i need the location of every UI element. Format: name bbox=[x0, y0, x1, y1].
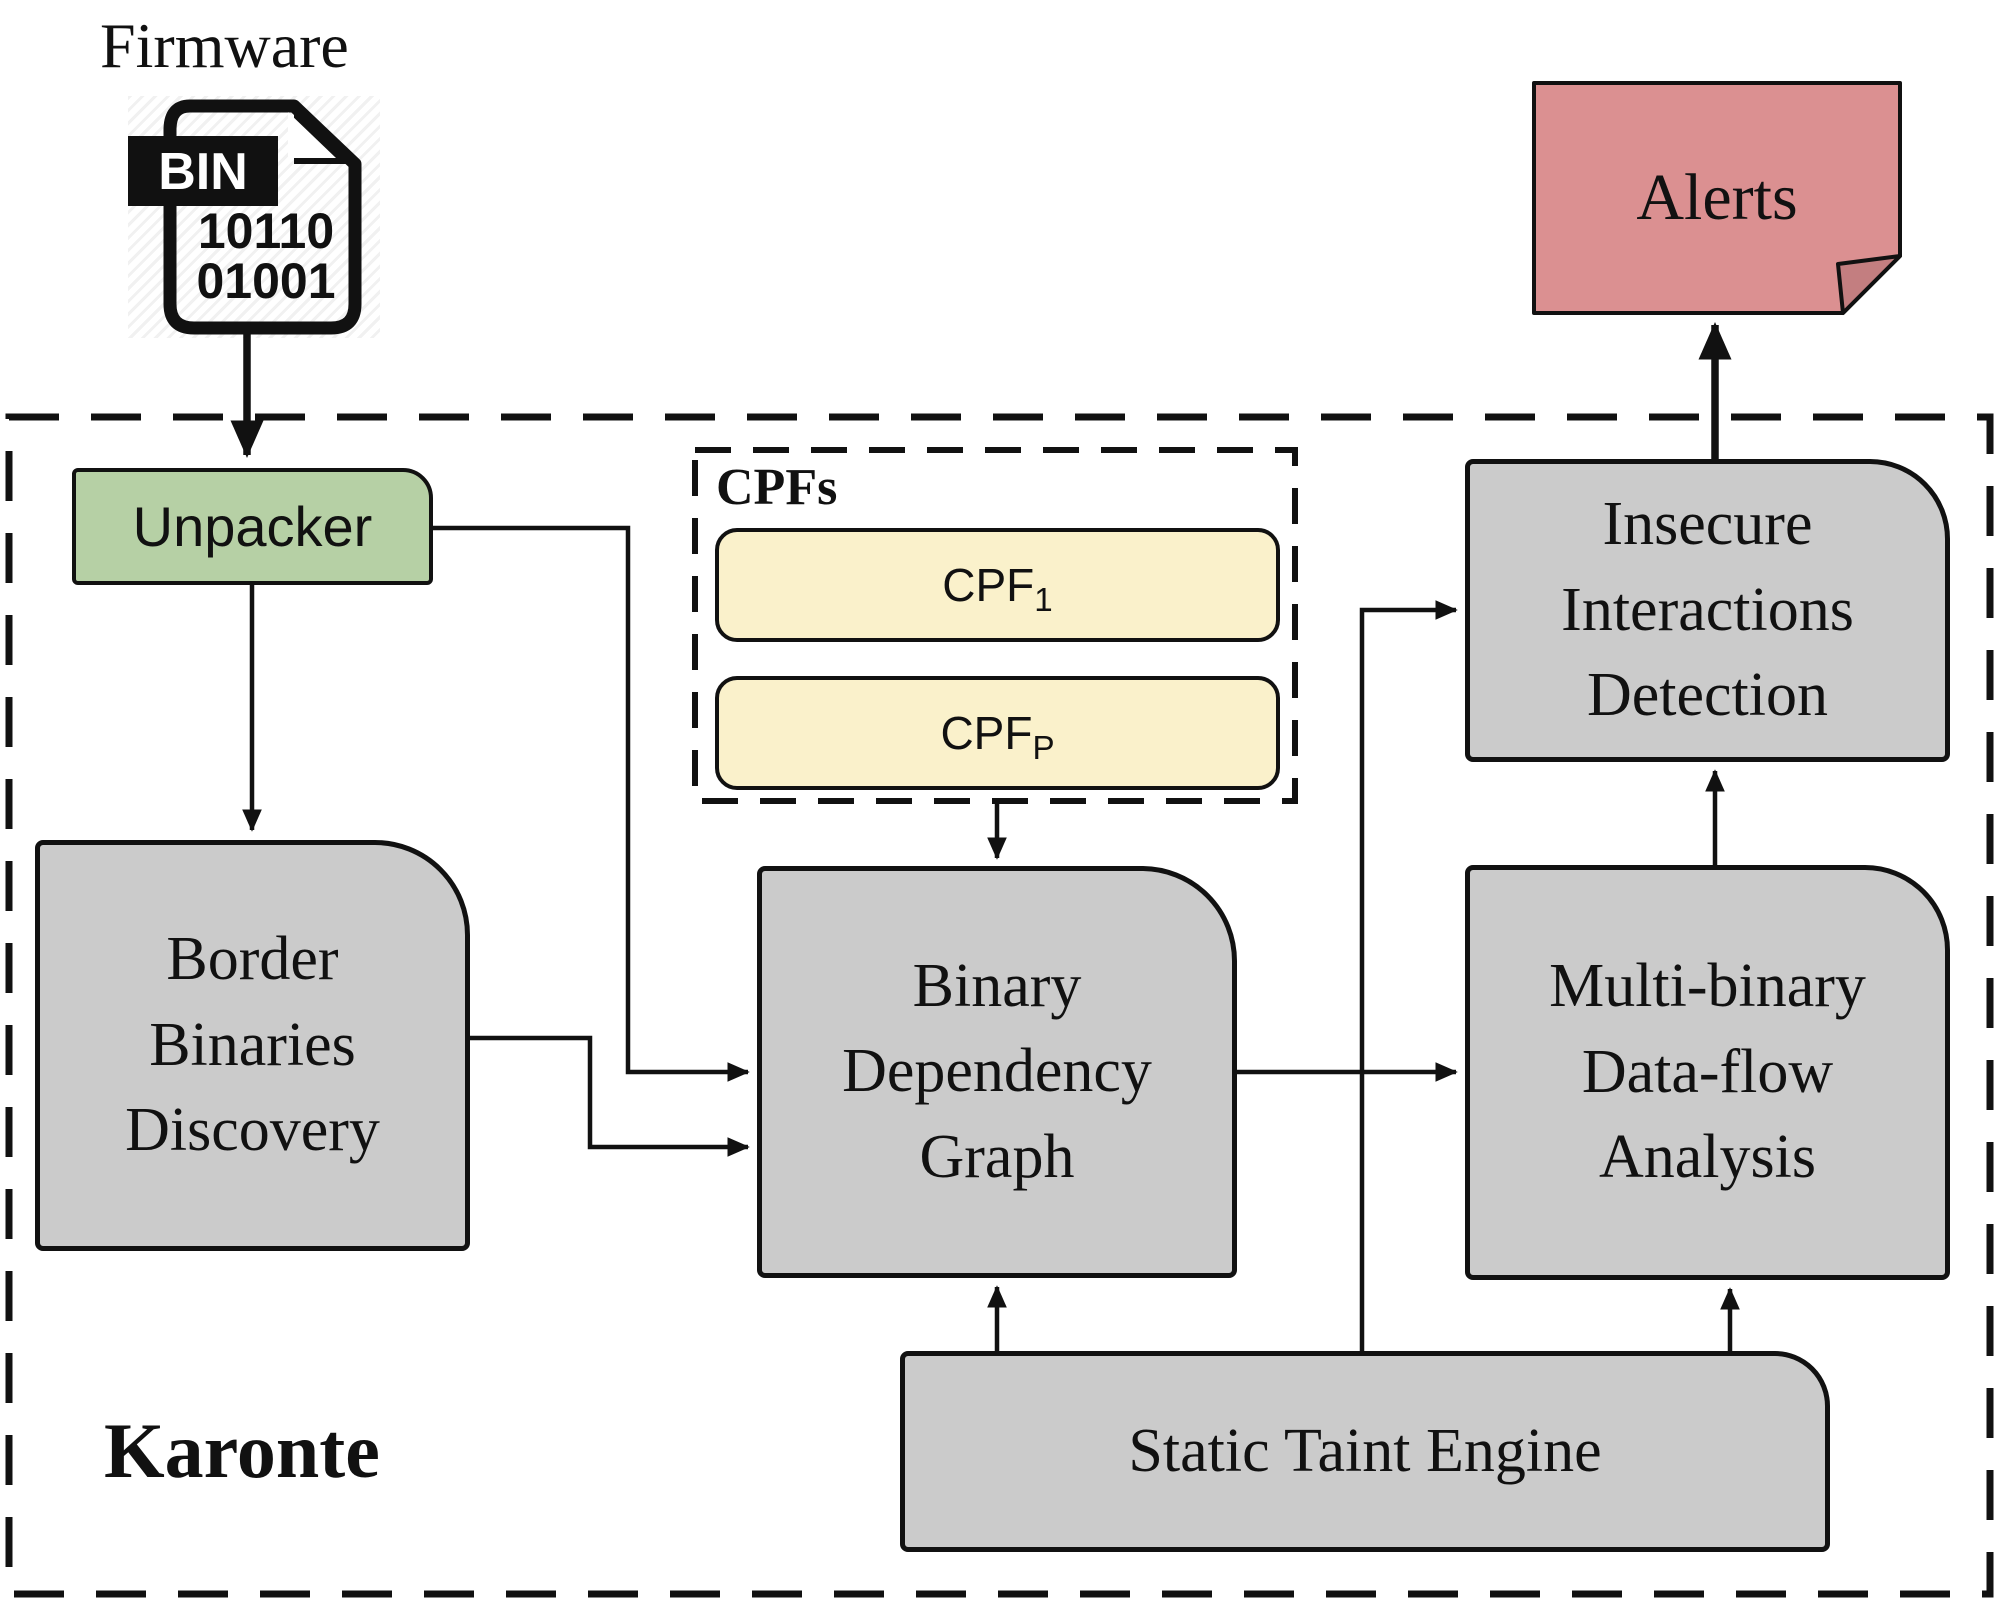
bin-digits-line2: 01001 bbox=[196, 253, 335, 309]
mbdfa-line1: Multi-binary bbox=[1549, 952, 1866, 1021]
cpf-1-label: CPF1 bbox=[942, 558, 1052, 617]
cpf-p-subscript: P bbox=[1032, 730, 1055, 768]
arrow-unpacker-to-bdg bbox=[433, 525, 750, 1082]
mbdfa-line3: Analysis bbox=[1599, 1123, 1816, 1192]
karonte-label: Karonte bbox=[104, 1407, 380, 1494]
karonte-dashed-frame bbox=[5, 413, 1994, 1598]
arrow-border-binaries-to-bdg bbox=[470, 1035, 750, 1157]
cpf-p-base: CPF bbox=[940, 707, 1033, 759]
unpacker-label: Unpacker bbox=[132, 494, 373, 558]
binary-dependency-graph-box: Binary Dependency Graph bbox=[757, 866, 1237, 1278]
bbd-line2: Binaries bbox=[149, 1010, 356, 1079]
unpacker-box: Unpacker bbox=[72, 468, 433, 585]
bdg-line3: Graph bbox=[919, 1122, 1075, 1191]
bdg-line2: Dependency bbox=[842, 1037, 1152, 1106]
bbd-line1: Border bbox=[166, 925, 339, 994]
bin-document-glyph: BIN 10110 01001 bbox=[128, 99, 362, 335]
iid-line1: Insecure bbox=[1602, 490, 1813, 559]
cpf-1-subscript: 1 bbox=[1034, 582, 1053, 620]
bin-file-icon: BIN 10110 01001 bbox=[128, 96, 380, 338]
bin-digits-line1: 10110 bbox=[198, 203, 334, 259]
bbd-line3: Discovery bbox=[125, 1096, 380, 1165]
mbdfa-line2: Data-flow bbox=[1581, 1037, 1834, 1106]
bin-badge-text: BIN bbox=[158, 143, 248, 201]
firmware-label: Firmware bbox=[100, 10, 349, 81]
cpf-p-box: CPFP bbox=[715, 676, 1280, 790]
alerts-note-label: Alerts bbox=[1636, 161, 1798, 234]
cpf-1-base: CPF bbox=[942, 559, 1035, 611]
cpf-p-label: CPFP bbox=[940, 706, 1054, 765]
cpf-1-box: CPF1 bbox=[715, 528, 1280, 642]
multi-binary-dataflow-analysis-box: Multi-binary Data-flow Analysis bbox=[1465, 865, 1950, 1280]
alerts-note-shape bbox=[1532, 81, 1902, 315]
cpfs-group-title: CPFs bbox=[716, 459, 838, 516]
iid-line2: Interactions bbox=[1561, 575, 1854, 644]
static-taint-engine-box: Static Taint Engine bbox=[900, 1351, 1830, 1552]
border-binaries-discovery-box: Border Binaries Discovery bbox=[35, 840, 470, 1251]
ste-label: Static Taint Engine bbox=[1128, 1416, 1602, 1485]
iid-line3: Detection bbox=[1586, 661, 1828, 730]
insecure-interactions-detection-box: Insecure Interactions Detection bbox=[1465, 459, 1950, 762]
bdg-line1: Binary bbox=[912, 951, 1082, 1020]
arrow-taint-engine-to-insecure-detection bbox=[1359, 600, 1458, 1351]
